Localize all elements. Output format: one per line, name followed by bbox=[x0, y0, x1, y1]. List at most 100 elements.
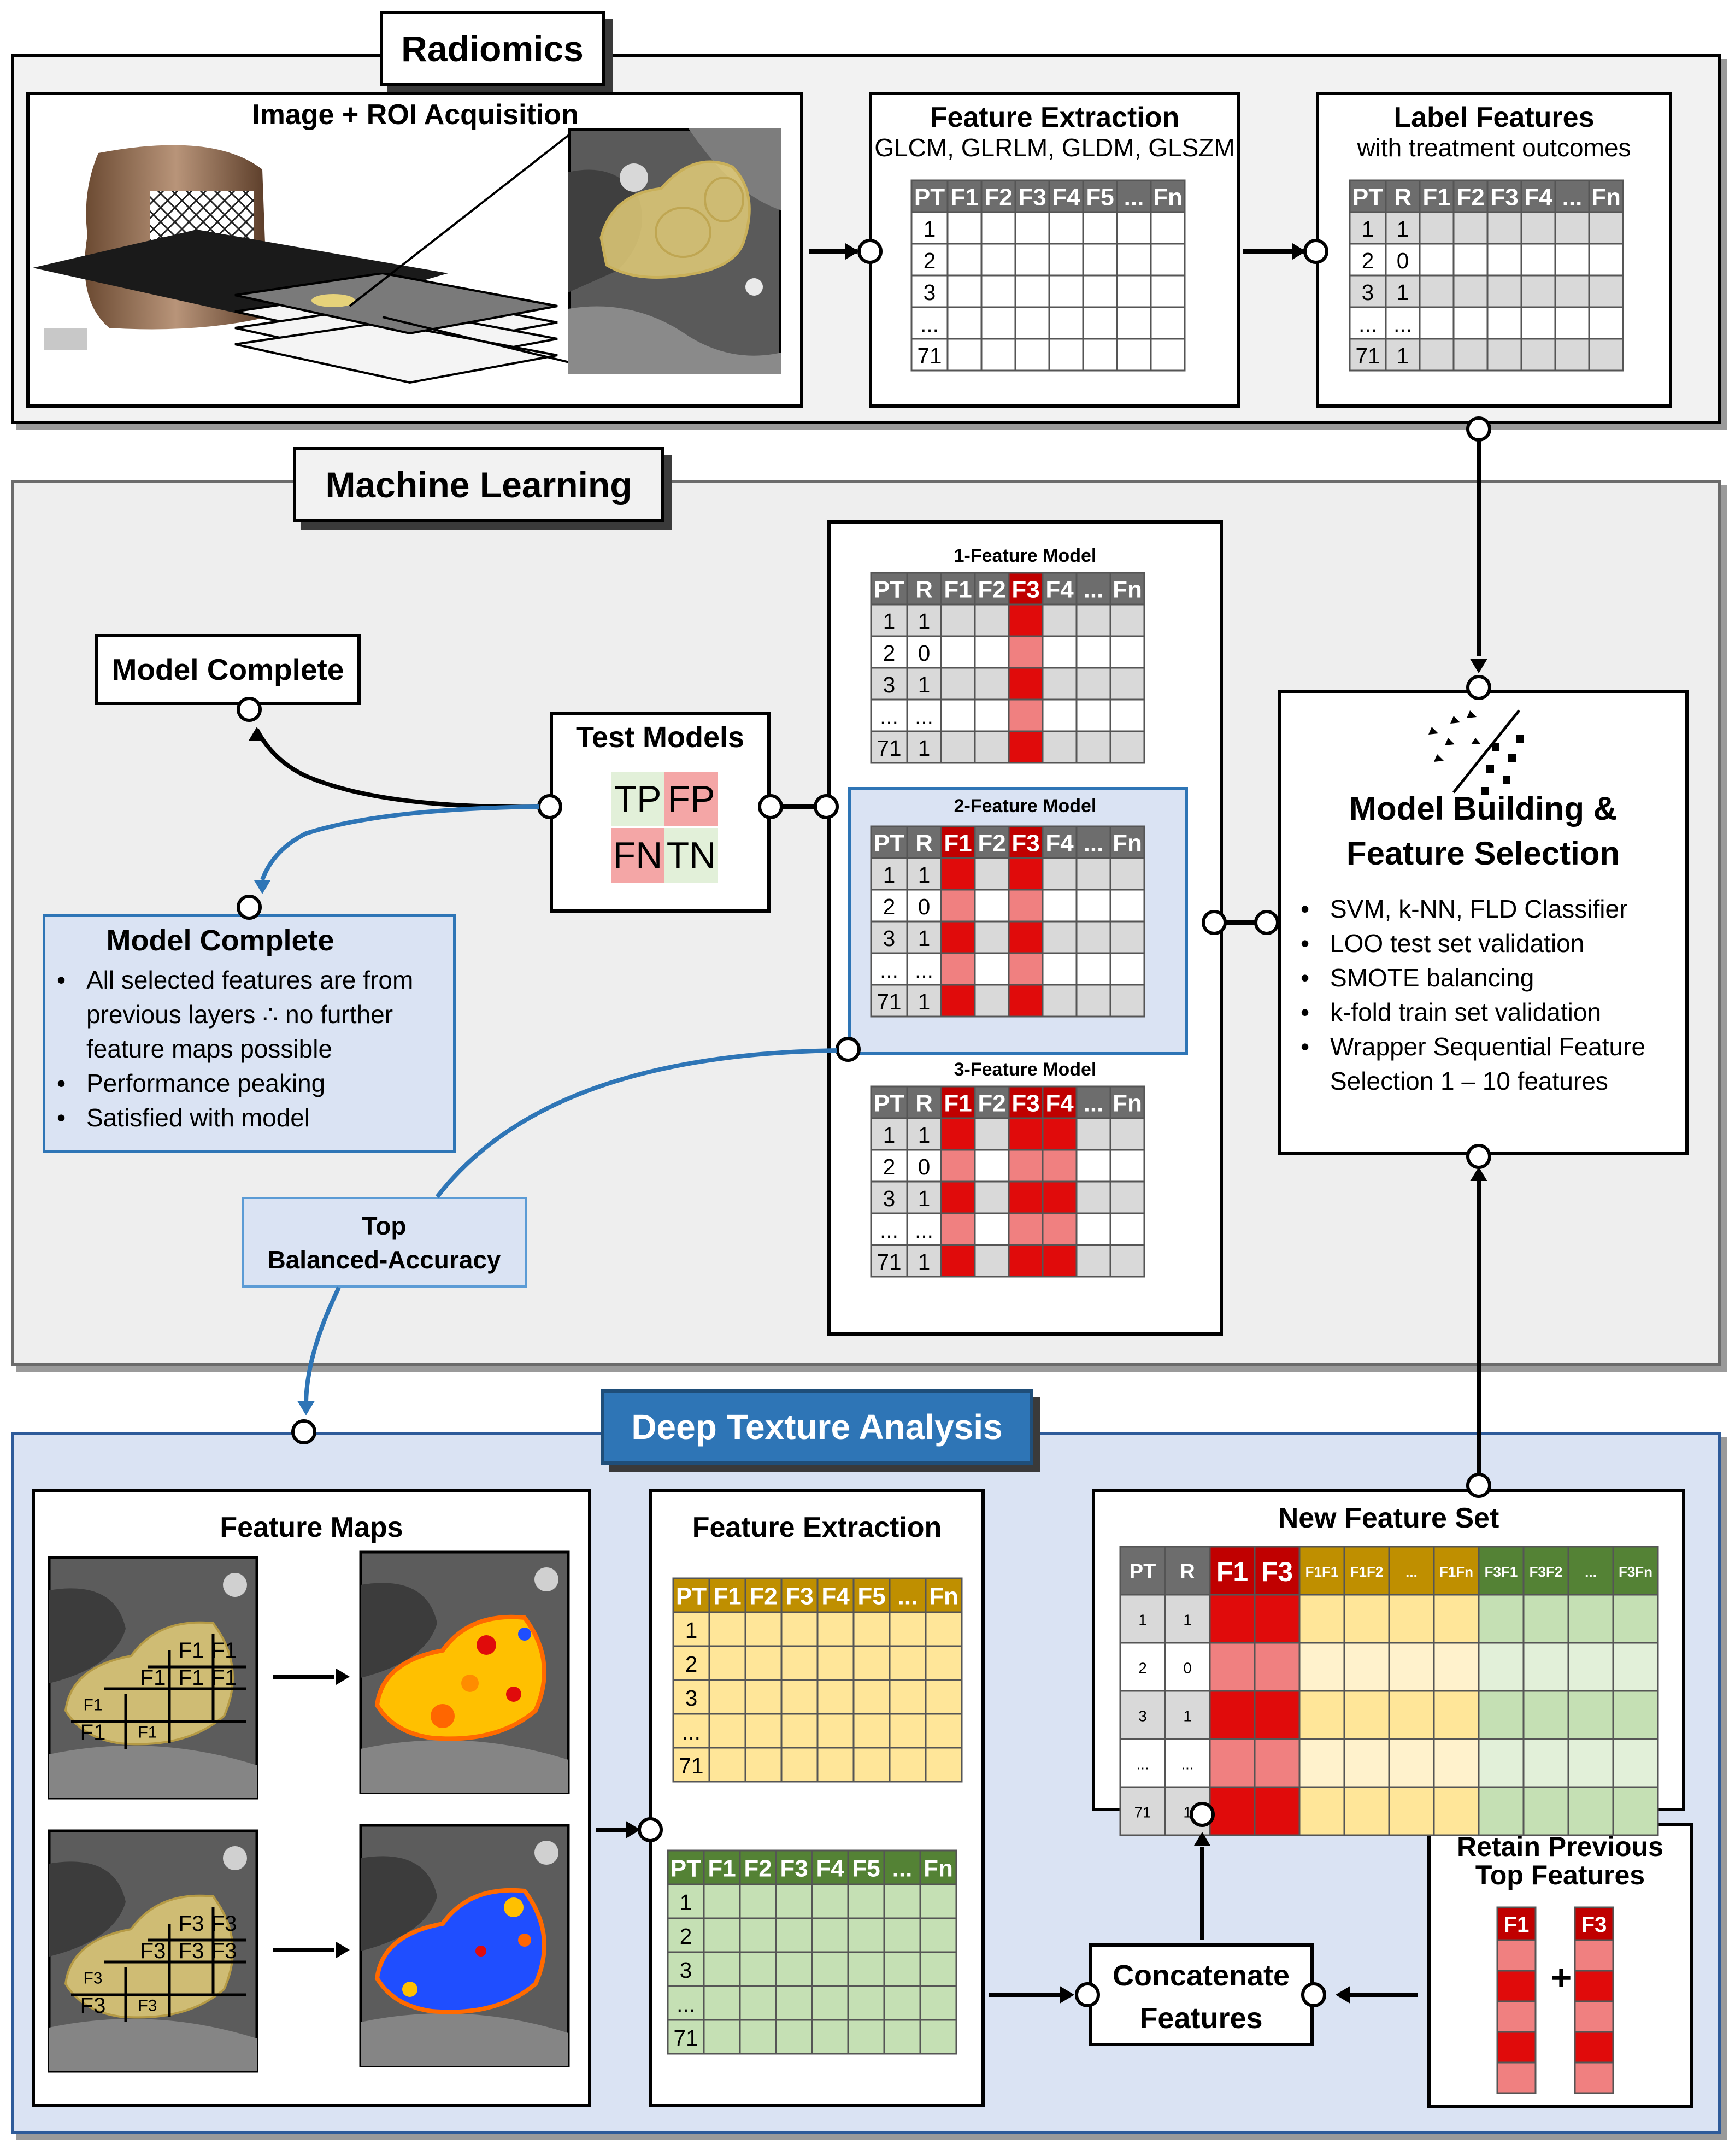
top-label: Top bbox=[362, 1212, 407, 1240]
plus-sign: + bbox=[1550, 1957, 1572, 1998]
label-feature-table-cell bbox=[1554, 211, 1590, 245]
label-feature-table-header-label: F3 bbox=[1490, 184, 1518, 211]
dta-yellow-table-cell bbox=[816, 1611, 855, 1647]
concatenate-features-box[interactable]: Concatenate Features bbox=[1089, 1943, 1314, 2046]
model-complete-item: Performance peaking bbox=[52, 1066, 451, 1101]
dta-green-table-cell bbox=[811, 1951, 849, 1987]
dta-yellow-table-cell bbox=[925, 1611, 963, 1647]
label-feature-table-header-cell bbox=[1520, 179, 1556, 213]
radiomics-feature-table-header-label: Fn bbox=[1153, 184, 1183, 211]
dta-green-table-cell bbox=[703, 1985, 741, 2021]
model-table-cell bbox=[1042, 635, 1078, 669]
feature-map-f3-grid-roi bbox=[64, 1894, 234, 2019]
dta-yellow-table-cell bbox=[889, 1679, 927, 1715]
retain-column-cell bbox=[1574, 2000, 1614, 2033]
model-table-header-cell bbox=[1042, 825, 1078, 859]
radiomics-feature-table-cell bbox=[946, 211, 983, 245]
model-table-cell bbox=[1042, 984, 1078, 1018]
radiomics-feature-table-cell-label: ... bbox=[920, 312, 939, 337]
dta-green-table-cell bbox=[847, 1985, 885, 2021]
label-feature-table-cell bbox=[1554, 243, 1590, 277]
retain-column-cell bbox=[1574, 1939, 1614, 1972]
label-feature-table-header-label: F2 bbox=[1456, 184, 1484, 211]
connector-arrow bbox=[254, 880, 271, 894]
radiomics-feature-table-cell bbox=[1048, 306, 1084, 340]
model-table-cell bbox=[1008, 698, 1044, 732]
model-building-item: SMOTE balancing bbox=[1296, 961, 1684, 995]
radiomics-feature-table-header-cell bbox=[1150, 179, 1186, 213]
model-table-cell bbox=[1008, 1244, 1044, 1278]
model-table-cell bbox=[1109, 1244, 1145, 1278]
dta-yellow-table-cell bbox=[744, 1611, 783, 1647]
model-table-cell bbox=[1008, 984, 1044, 1018]
label-feature-table-header-cell bbox=[1486, 179, 1522, 213]
model-table-cell bbox=[1075, 857, 1111, 891]
model-table-cell bbox=[974, 920, 1010, 954]
feature-map-f1-grid-vessel bbox=[223, 1573, 247, 1597]
label-feature-table-cell bbox=[1419, 338, 1455, 372]
model-table-cell bbox=[870, 667, 908, 701]
new-feature-set-table-header-cell bbox=[1164, 1546, 1211, 1596]
zoom-lines bbox=[349, 130, 575, 365]
label-feature-table-cell-label: ... bbox=[1393, 312, 1412, 337]
model-table-cell bbox=[974, 952, 1010, 986]
model-table-cell bbox=[1075, 635, 1111, 669]
model-table-cell bbox=[1109, 1117, 1145, 1151]
model-table-header-label: PT bbox=[874, 830, 904, 857]
feature-map-f1-grid-grid-label: F1 bbox=[211, 1666, 237, 1690]
new-feature-set-table-cell bbox=[1522, 1786, 1569, 1836]
radiomics-feature-table-cell bbox=[1048, 211, 1084, 245]
dta-yellow-table-cell-label: ... bbox=[682, 1719, 701, 1744]
new-feature-set-table-cell bbox=[1209, 1594, 1256, 1644]
model-table-cell bbox=[906, 920, 942, 954]
radiomics-feature-table-header-cell bbox=[1116, 179, 1152, 213]
new-feature-set-table-cell bbox=[1343, 1690, 1390, 1740]
feature-map-f1-heat-hotspot bbox=[461, 1675, 479, 1692]
new-feature-set-table-cell-label: 0 bbox=[1183, 1660, 1191, 1677]
label-feature-table-cell bbox=[1486, 338, 1522, 372]
radiomics-feature-table-cell bbox=[1014, 274, 1050, 308]
dta-green-table-cell-label: 1 bbox=[680, 1890, 692, 1915]
model-table-cell bbox=[940, 698, 976, 732]
new-feature-set-table-cell-label: 3 bbox=[1138, 1708, 1146, 1725]
model-complete-top-box[interactable]: Model Complete bbox=[95, 634, 361, 705]
model-building-title-1: Model Building & bbox=[1349, 790, 1617, 827]
model-table-header-label: F4 bbox=[1045, 830, 1074, 857]
label-feature-table-cell-label: 3 bbox=[1362, 280, 1374, 305]
model-table-cell bbox=[1042, 1180, 1078, 1214]
label-feature-table-cell bbox=[1452, 274, 1489, 308]
new-feature-set-table-cell bbox=[1254, 1690, 1301, 1740]
model-table-cell-label: 1 bbox=[918, 862, 931, 888]
feature-map-f1-grid-grid-label: F1 bbox=[140, 1666, 166, 1690]
model-table-cell bbox=[940, 667, 976, 701]
model-table-cell bbox=[870, 1244, 908, 1278]
radiomics-feature-table-cell bbox=[980, 243, 1016, 277]
model-table-cell bbox=[940, 1244, 976, 1278]
model-table-cell bbox=[1109, 984, 1145, 1018]
model-table-cell bbox=[1042, 1212, 1078, 1246]
dta-green-table-cell bbox=[883, 1985, 921, 2021]
model-table-cell-label: 1 bbox=[918, 1249, 931, 1274]
retain-column-header bbox=[1574, 1906, 1614, 1941]
dta-green-table-header-label: F1 bbox=[708, 1855, 736, 1882]
label-feature-table-header-cell bbox=[1385, 179, 1421, 213]
label-feature-table-cell bbox=[1452, 211, 1489, 245]
model-table-header-label: R bbox=[915, 830, 933, 857]
label-feature-table-header-cell bbox=[1554, 179, 1590, 213]
radiomics-feature-table-header-label: ... bbox=[1124, 184, 1144, 211]
confusion-tp: TP bbox=[611, 772, 664, 826]
model-table-cell bbox=[906, 984, 942, 1018]
feature-map-f1-grid-grid-label: F1 bbox=[179, 1666, 204, 1690]
model-table-cell bbox=[1075, 1244, 1111, 1278]
top-balanced-accuracy-box[interactable]: Top Balanced-Accuracy bbox=[242, 1197, 527, 1288]
new-feature-set-table-cell bbox=[1567, 1642, 1614, 1692]
connector-node bbox=[1466, 416, 1491, 442]
label-feature-table-header-label: ... bbox=[1562, 184, 1583, 211]
feature-map-f1-grid-roi bbox=[64, 1621, 234, 1746]
connector-node bbox=[1303, 239, 1328, 264]
feature-map-f3-heat-vessel bbox=[534, 1841, 558, 1865]
model-table-cell bbox=[1109, 952, 1145, 986]
feature-map-f1-heat-hotspot bbox=[518, 1628, 531, 1641]
dta-yellow-table-cell bbox=[925, 1747, 963, 1783]
model-complete-item: All selected features are from previous … bbox=[52, 963, 451, 1066]
